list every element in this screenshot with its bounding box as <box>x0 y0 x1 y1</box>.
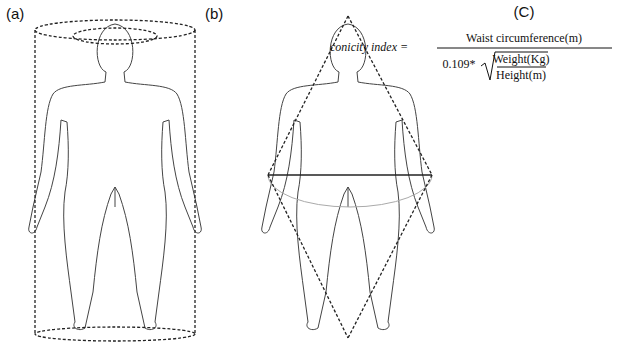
body-outline <box>29 24 202 330</box>
panel-label: (C) <box>514 4 535 21</box>
cylinder <box>35 20 195 341</box>
formula-numerator: Waist circumference(m) <box>466 32 582 45</box>
panel-label: (b) <box>205 6 223 23</box>
formula-coefficient: 0.109* <box>443 58 476 71</box>
double-cone <box>268 16 432 338</box>
body-outline <box>262 24 435 330</box>
fraction-bar <box>437 48 612 49</box>
formula-weight: Weight(Kg) <box>492 53 549 66</box>
formula-height: Height(m) <box>496 69 546 82</box>
formula-name: conicity index = <box>330 41 408 54</box>
panel-label: (a) <box>6 6 24 23</box>
fraction-bar <box>497 67 546 68</box>
cone-base <box>268 174 432 176</box>
waist-arc <box>268 175 432 207</box>
